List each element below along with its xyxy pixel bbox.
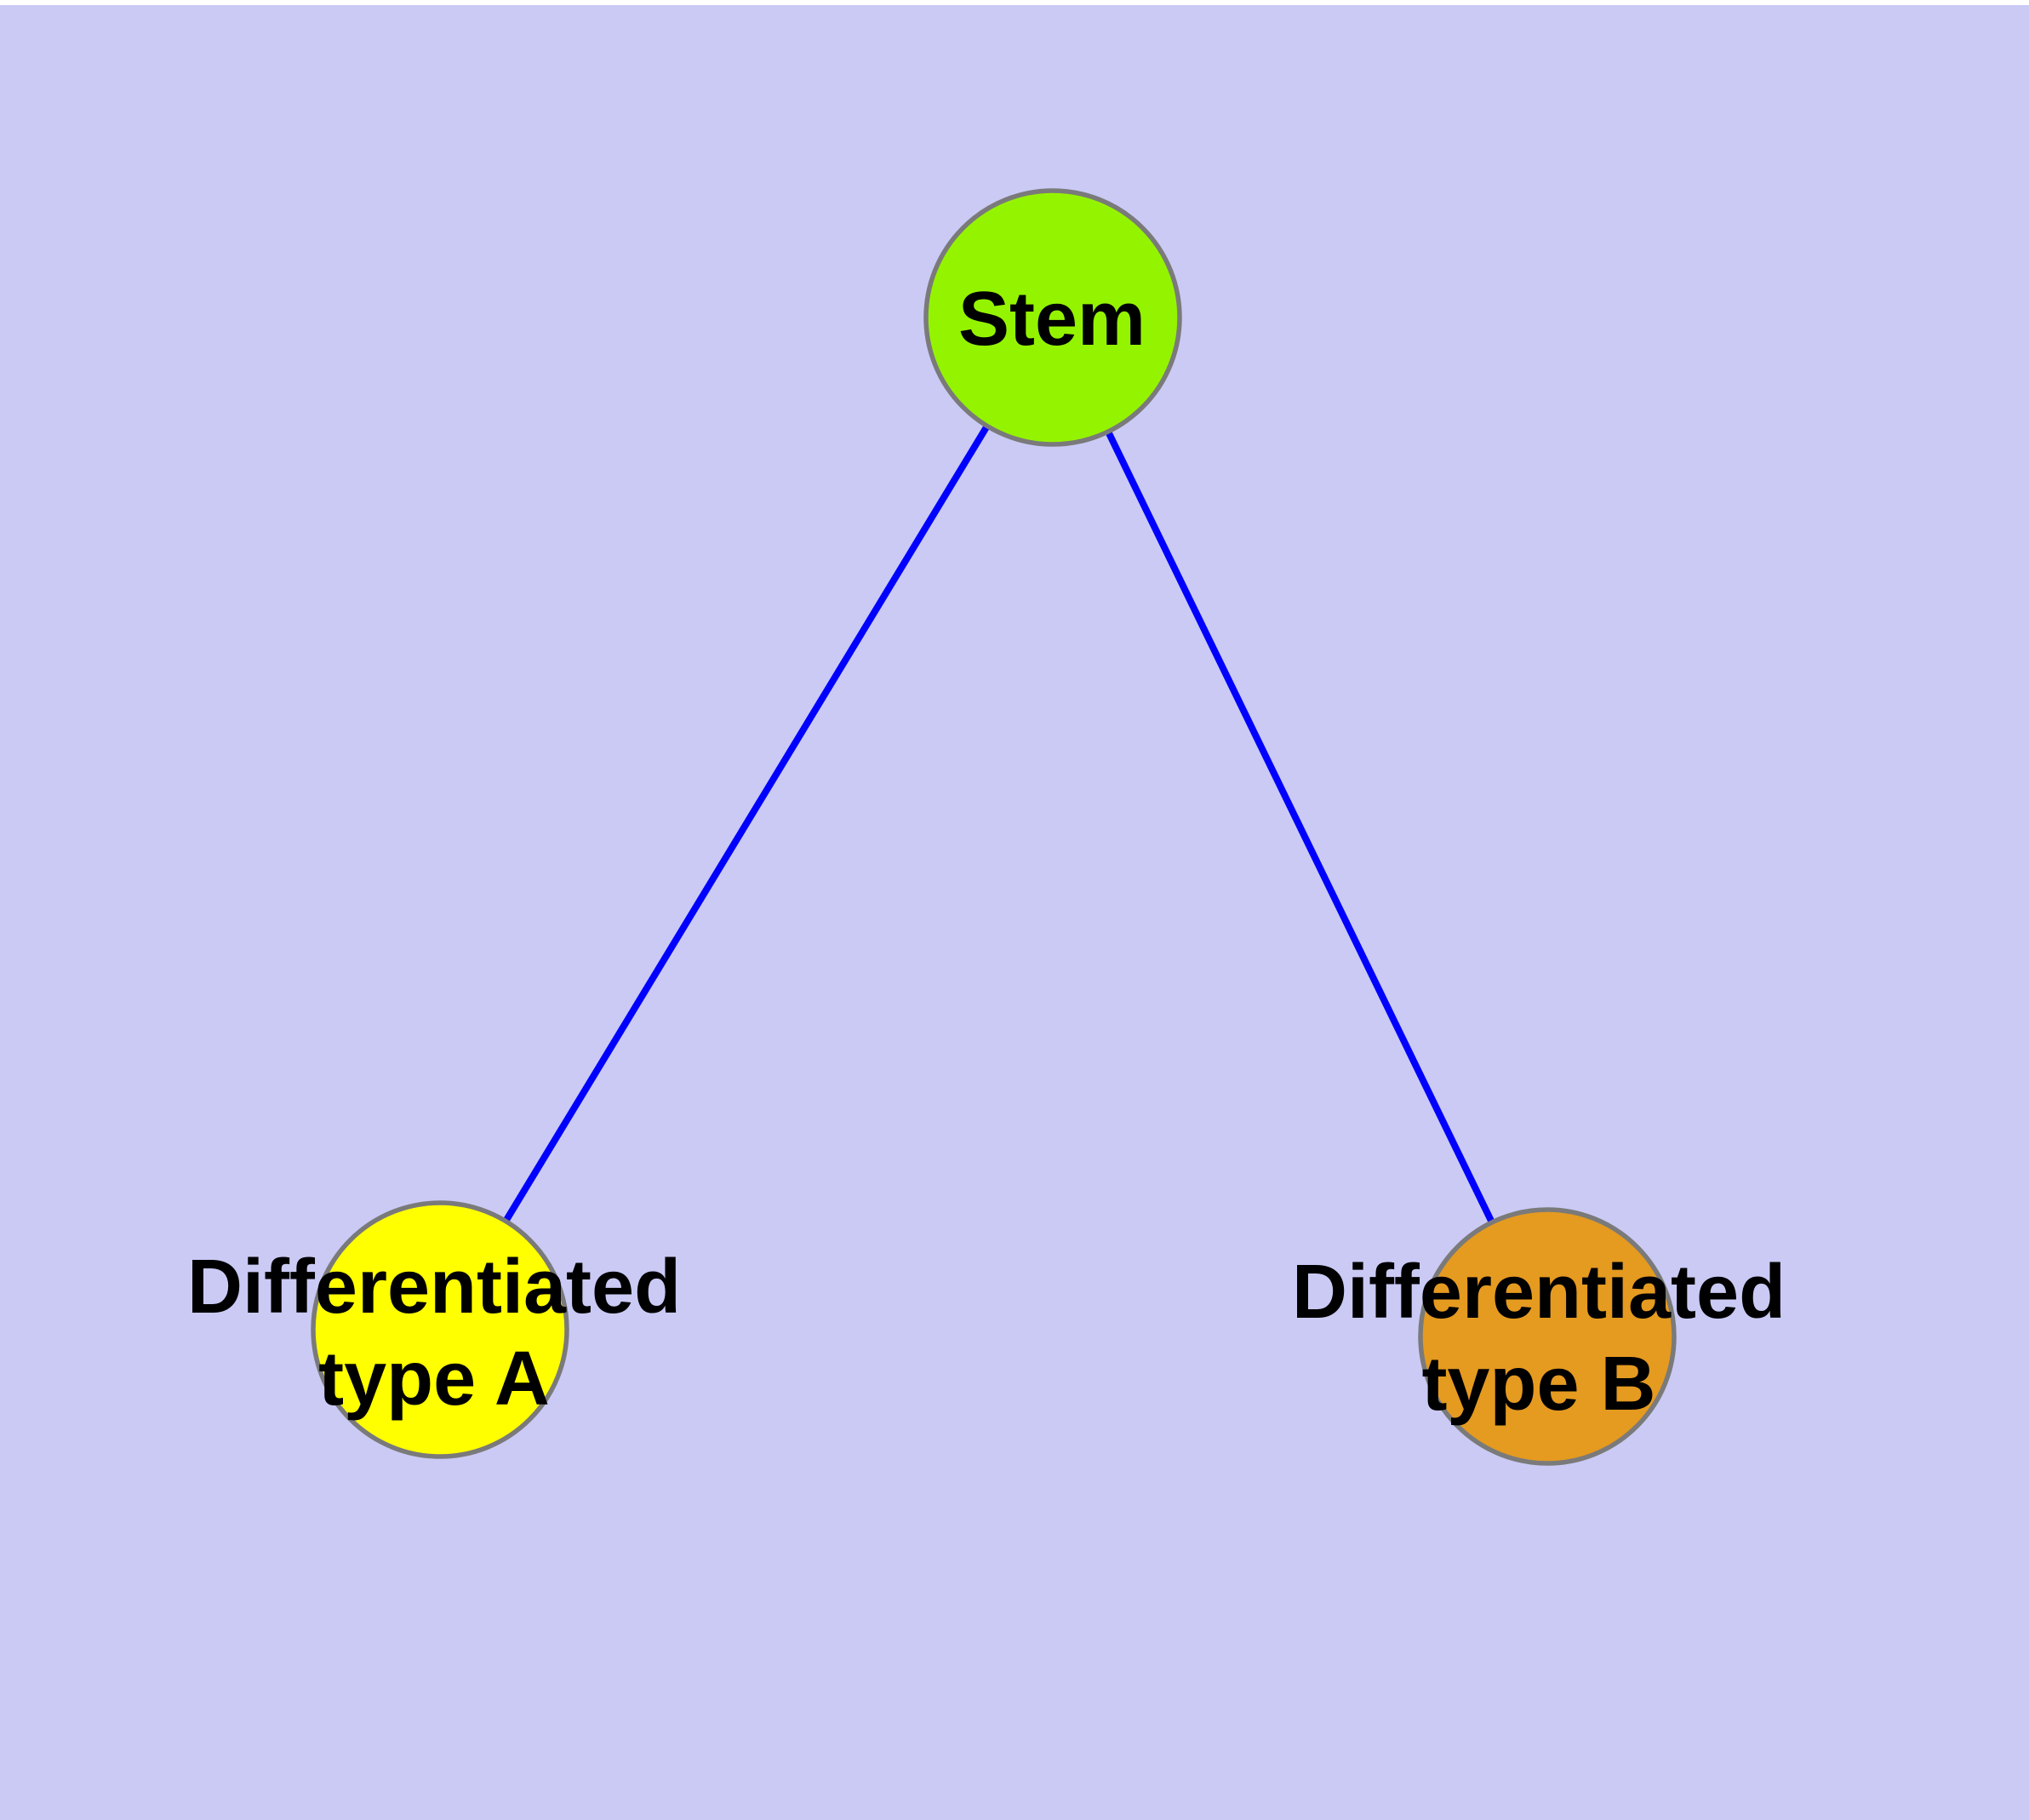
node-type-a-circle <box>311 1200 569 1459</box>
edge-stem-to-type-a <box>437 315 1056 1332</box>
edge-stem-to-type-b <box>1049 316 1551 1338</box>
node-type-b-circle <box>1418 1207 1677 1466</box>
node-stem-circle <box>923 188 1182 447</box>
